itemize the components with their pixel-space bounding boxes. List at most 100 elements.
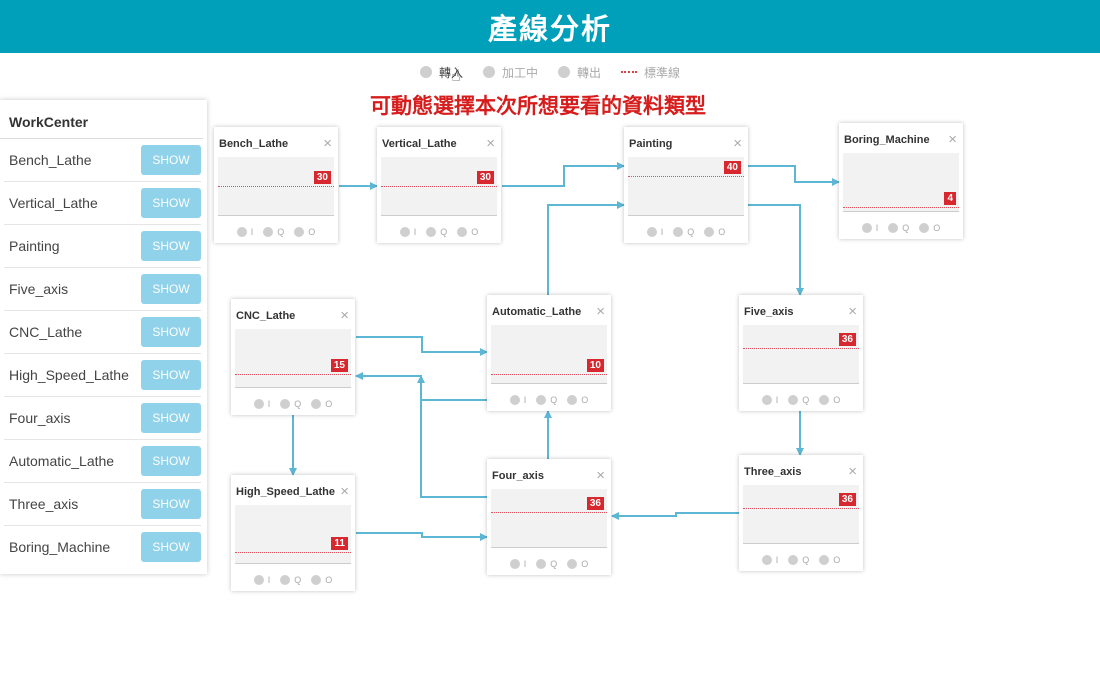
card-legend-item[interactable]: Q: [280, 575, 301, 585]
card-legend-item[interactable]: Q: [536, 395, 557, 405]
legend-item-standard-line[interactable]: 標準線: [621, 64, 680, 81]
close-icon[interactable]: ×: [323, 135, 332, 152]
show-button[interactable]: SHOW: [141, 145, 201, 175]
show-button[interactable]: SHOW: [141, 274, 201, 304]
card-legend-label: Q: [277, 227, 285, 237]
card-legend-item[interactable]: Q: [426, 227, 447, 237]
show-button[interactable]: SHOW: [141, 360, 201, 390]
card-legend-item[interactable]: I: [253, 399, 271, 409]
card-legend-label: O: [581, 559, 589, 569]
card-legend-item[interactable]: I: [236, 227, 253, 237]
card-title: Bench_Lathe: [219, 138, 289, 150]
card-legend-item[interactable]: I: [861, 223, 879, 233]
standard-line: [235, 374, 351, 375]
card-legend-item[interactable]: Q: [536, 559, 557, 569]
close-icon[interactable]: ×: [596, 467, 605, 484]
card-legend-item[interactable]: O: [567, 395, 588, 405]
legend-item-processing[interactable]: 加工中: [483, 64, 538, 81]
circle-icon: [399, 227, 410, 237]
card-legend-label: I: [267, 399, 271, 409]
legend-label: 轉出: [577, 65, 602, 80]
close-icon[interactable]: ×: [848, 463, 857, 480]
card-legend-label: O: [471, 227, 479, 237]
close-icon[interactable]: ×: [486, 135, 495, 152]
card-legend-item[interactable]: O: [819, 555, 840, 565]
hand-pointer-icon: ☝: [451, 66, 461, 85]
dotted-line-icon: [621, 71, 638, 73]
card-legend-label: Q: [440, 227, 448, 237]
show-button[interactable]: SHOW: [141, 446, 201, 476]
card-legend-item[interactable]: Q: [788, 555, 809, 565]
legend-label: 標準線: [644, 65, 681, 80]
count-badge: 30: [313, 171, 331, 184]
close-icon[interactable]: ×: [948, 131, 957, 148]
show-button[interactable]: SHOW: [141, 231, 201, 261]
card-legend-item[interactable]: Q: [673, 227, 694, 237]
close-icon[interactable]: ×: [596, 303, 605, 320]
flow-arrow: [748, 204, 804, 296]
workcenter-name: Boring_Machine: [9, 539, 111, 555]
count-badge: 4: [944, 192, 956, 205]
card-legend-item[interactable]: O: [919, 223, 940, 233]
workcenter-name: Five_axis: [9, 281, 69, 297]
card-legend-label: I: [660, 227, 664, 237]
show-button[interactable]: SHOW: [141, 489, 201, 519]
card-legend-item[interactable]: Q: [788, 395, 809, 405]
close-icon[interactable]: ×: [733, 135, 742, 152]
card-legend-label: I: [523, 395, 527, 405]
card-legend-item[interactable]: O: [294, 227, 315, 237]
show-button[interactable]: SHOW: [141, 317, 201, 347]
card-title: High_Speed_Lathe: [236, 486, 336, 498]
flow-arrow: [611, 512, 739, 520]
show-button[interactable]: SHOW: [141, 403, 201, 433]
series-legend: 轉入 加工中 轉出 標準線: [420, 62, 700, 82]
close-icon[interactable]: ×: [340, 307, 349, 324]
card-legend-item[interactable]: Q: [888, 223, 909, 233]
card-legend-item[interactable]: I: [646, 227, 664, 237]
show-button[interactable]: SHOW: [141, 188, 201, 218]
card-legend-item[interactable]: O: [704, 227, 725, 237]
card-legend-label: I: [875, 223, 879, 233]
circle-icon: [861, 223, 872, 233]
circle-icon: [536, 395, 547, 405]
legend-item-inbound[interactable]: 轉入: [420, 64, 463, 81]
card-legend-item[interactable]: I: [761, 555, 779, 565]
close-icon[interactable]: ×: [340, 483, 349, 500]
circle-icon: [263, 227, 274, 237]
card-legend-item[interactable]: I: [509, 559, 526, 569]
card-legend-item[interactable]: I: [509, 395, 527, 405]
circle-icon: [819, 395, 830, 405]
card-legend-item[interactable]: I: [253, 575, 270, 585]
flow-arrow: [748, 165, 840, 186]
card-legend-item[interactable]: I: [761, 395, 778, 405]
card-legend-item[interactable]: O: [457, 227, 478, 237]
card-legend-item[interactable]: Q: [263, 227, 284, 237]
show-button[interactable]: SHOW: [141, 532, 201, 562]
card-legend-label: I: [775, 555, 779, 565]
card-legend-item[interactable]: I: [399, 227, 416, 237]
close-icon[interactable]: ×: [848, 303, 857, 320]
card-legend-item[interactable]: O: [819, 395, 840, 405]
legend-item-outbound[interactable]: 轉出: [558, 64, 601, 81]
card-legend-item[interactable]: O: [311, 575, 332, 585]
card-chart-area: 11: [235, 505, 351, 564]
standard-line: [491, 512, 607, 513]
card-chart-area: 36: [743, 485, 859, 544]
card-legend-item[interactable]: Q: [280, 399, 301, 409]
card-legend-item[interactable]: O: [567, 559, 588, 569]
card-legend-item[interactable]: O: [311, 399, 332, 409]
